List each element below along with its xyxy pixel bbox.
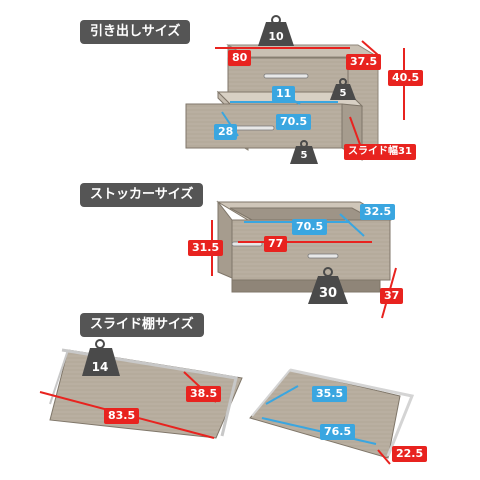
weight-icon-stocker xyxy=(308,267,348,304)
weight-value-drawer-top: 5 xyxy=(339,88,347,99)
weight-value-drawer-bottom: 5 xyxy=(300,150,308,161)
slide-inner-depth-label: 35.5 xyxy=(312,386,348,402)
slide-depth-label: 38.5 xyxy=(186,386,222,402)
stocker-inner-width-label: 70.5 xyxy=(292,219,328,235)
section-title-drawer: 引き出しサイズ xyxy=(80,20,191,44)
section-title-slide: スライド棚サイズ xyxy=(80,313,204,337)
drawer-slide-width-label: スライド幅31 xyxy=(344,144,416,160)
drawer-width-label: 80 xyxy=(228,50,252,66)
drawer-depth-label: 37.5 xyxy=(346,54,382,70)
stocker-height-label: 31.5 xyxy=(188,240,224,256)
weight-value-stocker: 30 xyxy=(318,286,338,301)
stocker-width-label: 77 xyxy=(264,236,288,252)
weight-icon-drawer-bottom xyxy=(290,140,318,164)
drawer-unit-illustration xyxy=(185,44,380,161)
drawer-inner-width-label: 70.5 xyxy=(276,114,312,130)
stocker-inner-depth-label: 32.5 xyxy=(360,204,396,220)
weight-icon-drawer-main xyxy=(258,15,294,46)
section-title-stocker: ストッカーサイズ xyxy=(80,183,204,207)
slide-shelf-illustration-right xyxy=(249,368,415,459)
weight-value-drawer: 10 xyxy=(268,30,284,43)
drawer-inner-depth-label: 11 xyxy=(272,86,296,102)
slide-inner-width-label: 76.5 xyxy=(320,424,356,440)
slide-side-label: 22.5 xyxy=(392,446,428,462)
slide-width-label: 83.5 xyxy=(104,408,140,424)
stocker-illustration xyxy=(216,200,392,293)
stocker-depth-label: 37 xyxy=(380,288,404,304)
drawer-height-label: 40.5 xyxy=(388,70,424,86)
weight-icon-slide xyxy=(82,339,120,376)
drawer-inner-side-label: 28 xyxy=(214,124,238,140)
weight-icon-drawer-top xyxy=(330,78,356,100)
weight-value-slide: 14 xyxy=(91,360,109,374)
